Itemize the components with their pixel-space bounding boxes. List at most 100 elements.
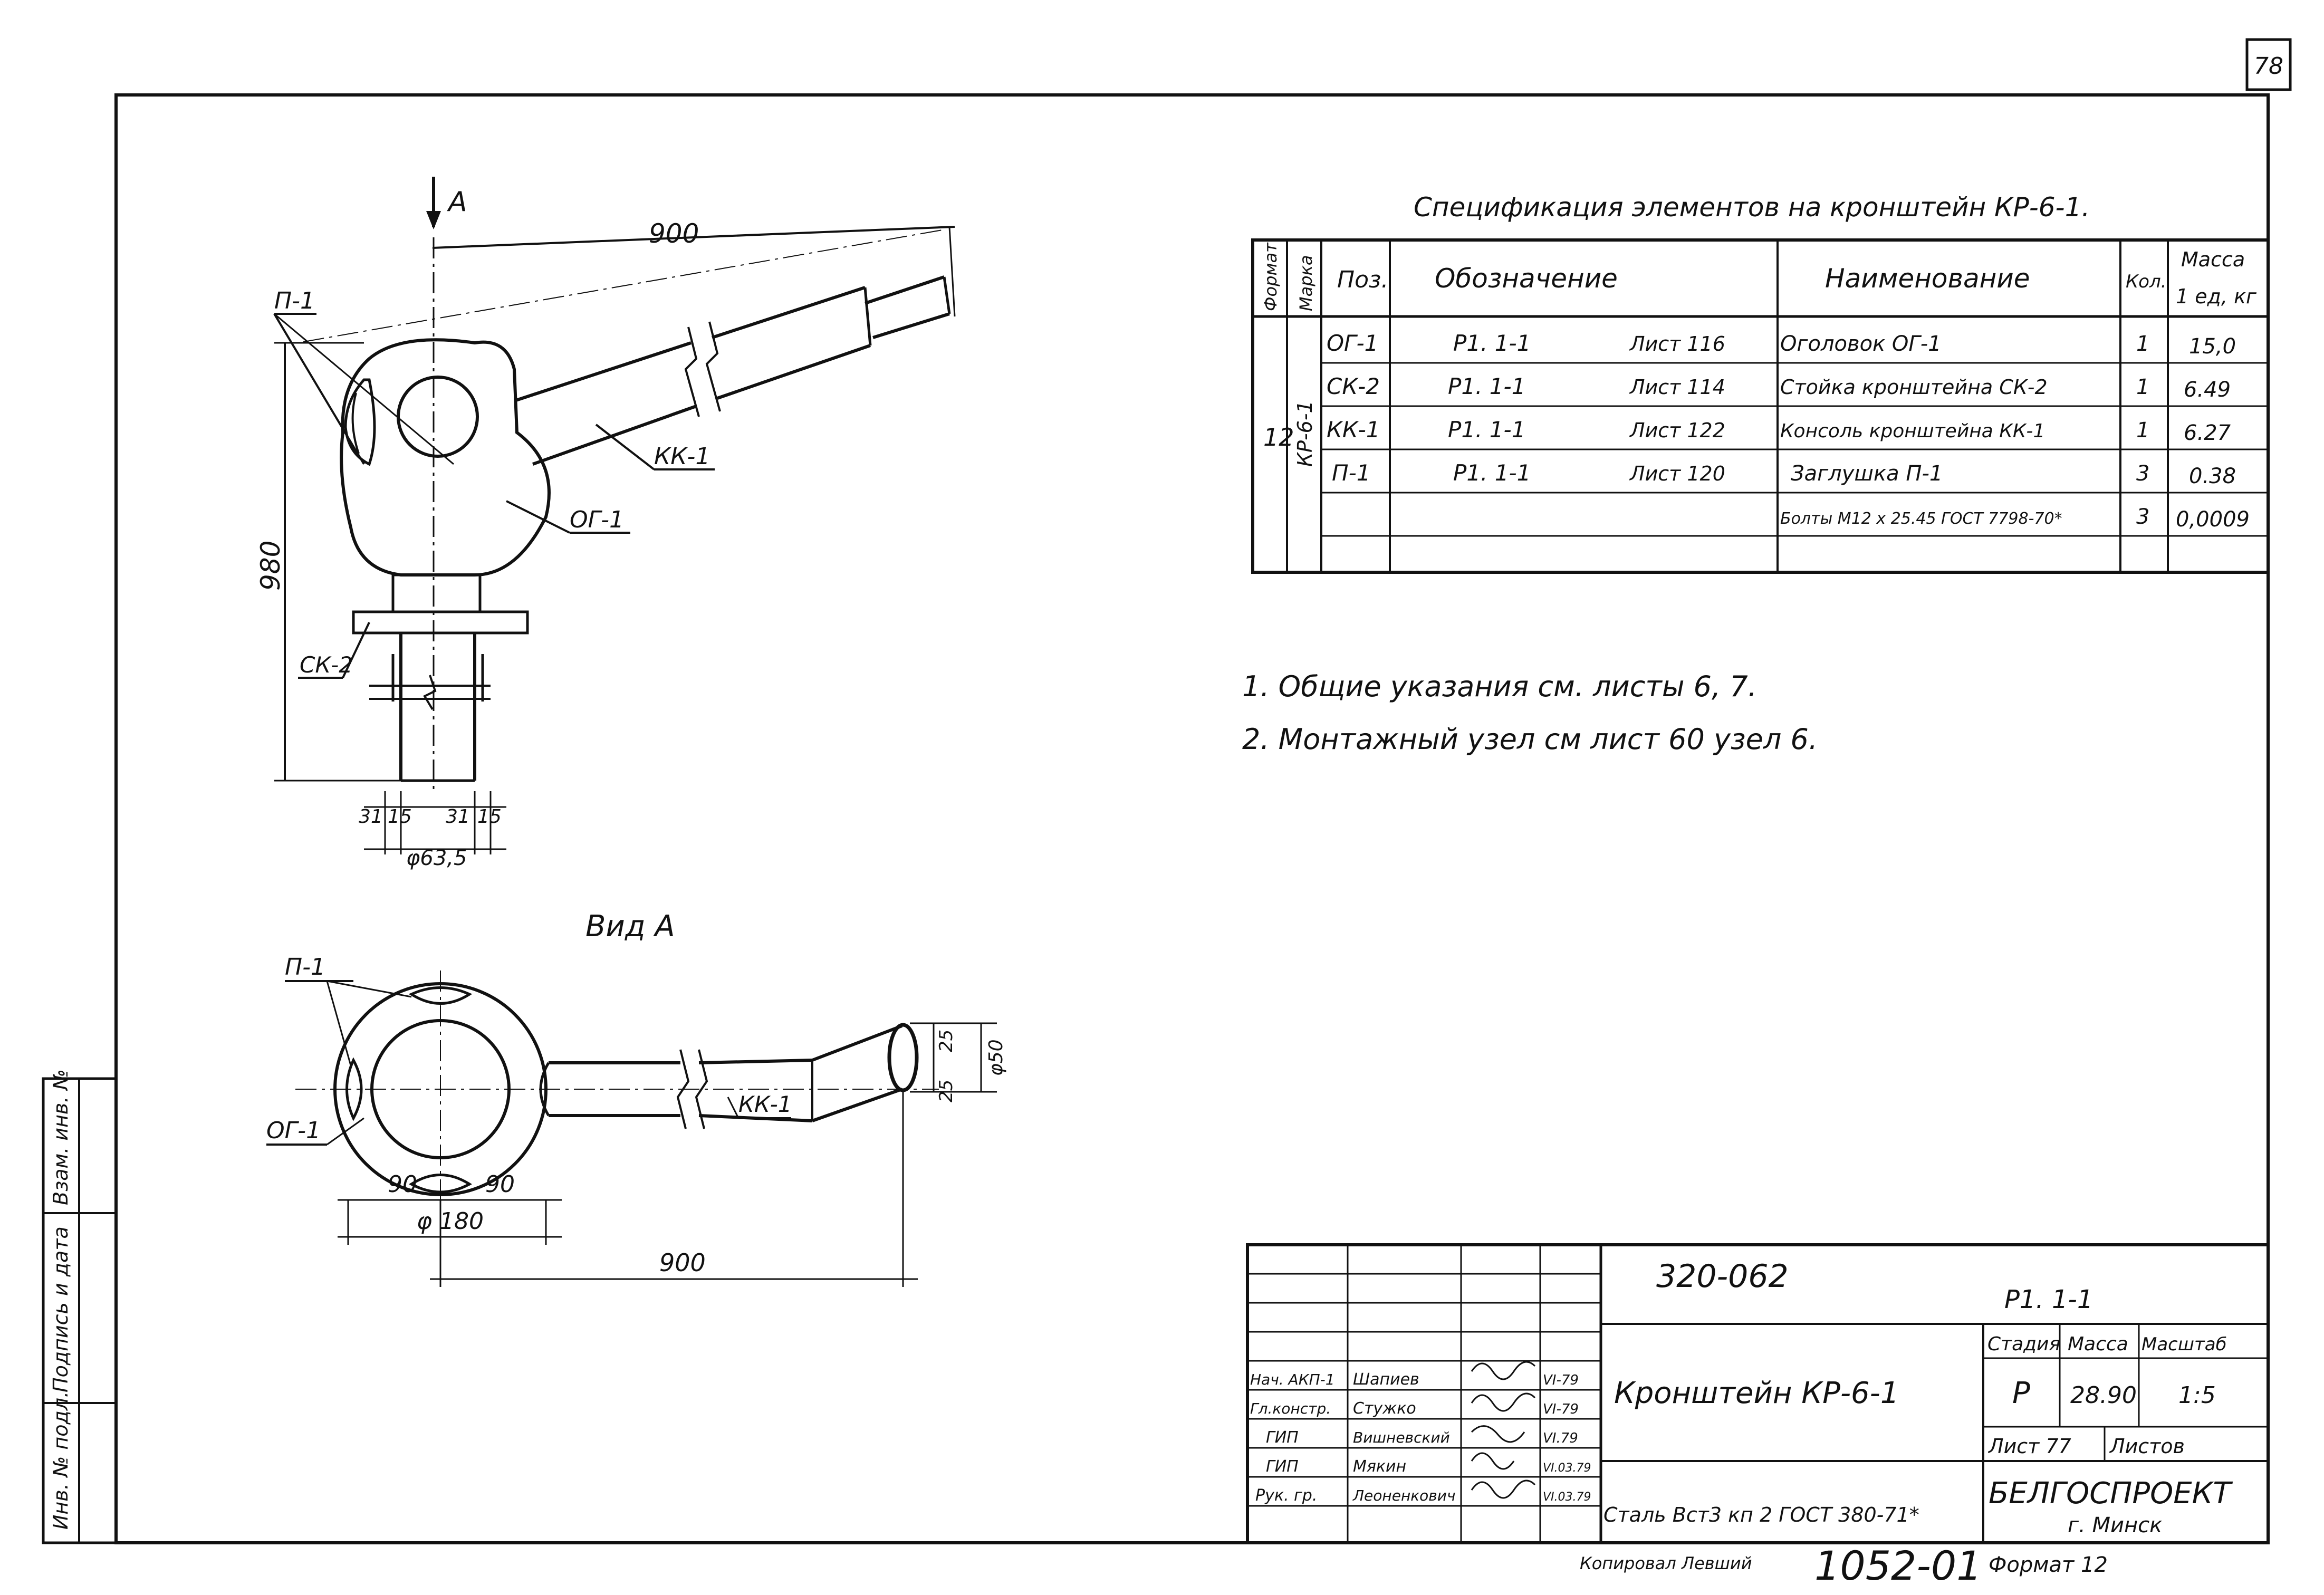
date-0: VI-79	[1543, 1372, 1579, 1388]
dim-900-top: 900	[649, 218, 699, 249]
table-row: КК-1 Р1. 1-1 Лист 122 Консоль кронштейна…	[1327, 417, 2231, 445]
side-stamp-inv2: Взам. инв. №	[49, 1069, 72, 1205]
name-3: Мякин	[1353, 1457, 1406, 1476]
row-name: Болты М12 х 25.45 ГОСТ 7798-70*	[1780, 510, 2062, 528]
sheet-border	[114, 93, 2270, 1544]
row-doc: Р1. 1-1	[1453, 460, 1531, 486]
date-4: VI.03.79	[1543, 1491, 1591, 1504]
callout-p1-top: П-1	[274, 287, 315, 314]
role-0: Нач. АКП-1	[1250, 1371, 1335, 1388]
row-pos: ОГ-1	[1327, 330, 1378, 356]
table-row: Болты М12 х 25.45 ГОСТ 7798-70* 3 0,0009	[1780, 505, 2250, 532]
callout-kk1-top: КК-1	[654, 443, 710, 470]
row-sheet: Лист 120	[1629, 462, 1725, 485]
callout-ck2: СК-2	[300, 652, 353, 678]
table-row: ОГ-1 Р1. 1-1 Лист 116 Оголовок ОГ-1 1 15…	[1327, 330, 2236, 359]
role-3: ГИП	[1266, 1457, 1299, 1476]
arrow-a-label: А	[447, 186, 467, 218]
role-1: Гл.констр.	[1250, 1400, 1331, 1417]
callout-p1-bottom: П-1	[285, 954, 325, 981]
dim-63-5: φ63,5	[406, 846, 467, 870]
header-pos: Поз.	[1337, 266, 1388, 293]
copied-by: Копировал Левший	[1580, 1553, 1752, 1573]
format-value: 12	[1263, 423, 1294, 451]
name-0: Шапиев	[1353, 1370, 1419, 1389]
dim-980: 980	[255, 541, 286, 591]
dim-25-b: 25	[936, 1080, 957, 1102]
sheets-label: Листов	[2109, 1435, 2185, 1458]
notes: 1. Общие указания см. листы 6, 7. 2. Мон…	[1242, 670, 1818, 756]
row-doc: Р1. 1-1	[1448, 417, 1525, 443]
table-row: П-1 Р1. 1-1 Лист 120 Заглушка П-1 3 0.38	[1332, 460, 2236, 488]
spec-table: Спецификация элементов на кронштейн КР-6…	[1251, 192, 2270, 574]
callout-og1-bottom: ОГ-1	[266, 1117, 321, 1144]
row-doc: Р1. 1-1	[1453, 330, 1531, 356]
mass-label: Масса	[2068, 1333, 2128, 1355]
side-stamp-sign: Подпись и дата	[49, 1226, 72, 1392]
format-label: Формат 12	[1989, 1553, 2108, 1577]
date-3: VI.03.79	[1543, 1462, 1591, 1475]
row-sheet: Лист 122	[1629, 419, 1725, 442]
stamp-code: 320-062	[1656, 1258, 1789, 1295]
name-2: Вишневский	[1353, 1429, 1450, 1446]
dim-90-left: 90	[388, 1171, 417, 1198]
dim-15-left: 15	[388, 806, 412, 828]
row-mass: 15,0	[2189, 334, 2236, 359]
side-stamp-inv: Инв. № подл.	[49, 1391, 72, 1530]
dim-900-bottom: 900	[659, 1248, 706, 1277]
dim-90-right: 90	[485, 1171, 515, 1198]
view-a-label: Вид А	[585, 909, 675, 944]
page-number: 78	[2254, 53, 2283, 80]
name-1: Стужко	[1353, 1399, 1416, 1418]
callout-og1-top: ОГ-1	[570, 506, 624, 533]
row-name: Заглушка П-1	[1791, 462, 1943, 486]
stage-label: Стадия	[1987, 1333, 2060, 1355]
table-row: СК-2 Р1. 1-1 Лист 114 Стойка кронштейна …	[1327, 373, 2231, 402]
name-4: Леоненкович	[1352, 1487, 1456, 1504]
dim-50: φ50	[985, 1039, 1007, 1076]
row-pos: П-1	[1332, 460, 1370, 486]
dim-31-right: 31	[446, 806, 470, 828]
spec-title: Спецификация элементов на кронштейн КР-6…	[1414, 192, 2090, 223]
row-name: Консоль кронштейна КК-1	[1780, 420, 2045, 442]
role-2: ГИП	[1266, 1428, 1299, 1447]
footer: Копировал Левший 1052-01 Формат 12	[1580, 1542, 2108, 1589]
title-block: Нач. АКП-1 Гл.констр. ГИП ГИП Рук. гр. Ш…	[1246, 1243, 2270, 1544]
row-name: Оголовок ОГ-1	[1780, 332, 1942, 356]
row-sheet: Лист 114	[1629, 376, 1725, 399]
header-qty: Кол.	[2126, 271, 2166, 292]
dim-15-right: 15	[477, 806, 502, 828]
row-mass: 6.49	[2184, 378, 2231, 402]
dim-180: φ 180	[417, 1208, 484, 1235]
mark-value: КР-6-1	[1293, 400, 1317, 467]
scale-label: Масштаб	[2141, 1334, 2227, 1355]
stamp-doc: Р1. 1-1	[2004, 1285, 2093, 1314]
row-pos: СК-2	[1327, 373, 1380, 399]
row-qty: 1	[2136, 418, 2149, 443]
row-pos: КК-1	[1327, 417, 1380, 443]
org-city: г. Минск	[2068, 1513, 2162, 1538]
callout-kk1-bottom: КК-1	[738, 1091, 792, 1117]
stage-value: Р	[2012, 1376, 2030, 1410]
role-4: Рук. гр.	[1255, 1486, 1317, 1505]
row-qty: 1	[2136, 375, 2149, 399]
org-name: БЕЛГОСПРОЕКТ	[1989, 1476, 2233, 1511]
side-stamp: Инв. № подл. Подпись и дата Взам. инв. №	[42, 1069, 118, 1544]
row-doc: Р1. 1-1	[1448, 373, 1525, 399]
view-a: Вид А 25 25 φ50 П-1	[266, 909, 1007, 1287]
row-qty: 3	[2136, 462, 2149, 486]
row-mass: 0.38	[2189, 464, 2236, 488]
sheet-label: Лист 77	[1987, 1435, 2071, 1458]
mass-value: 28.90	[2070, 1382, 2137, 1409]
dim-31-left: 31	[359, 806, 383, 828]
note-2: 2. Монтажный узел см лист 60 узел 6.	[1242, 723, 1818, 756]
header-mass-2: 1 ед, кг	[2176, 285, 2257, 308]
header-format: Формат	[1261, 242, 1281, 311]
row-qty: 1	[2136, 332, 2149, 356]
stamp-title: Кронштейн КР-6-1	[1614, 1376, 1899, 1410]
row-sheet: Лист 116	[1629, 332, 1725, 355]
date-1: VI-79	[1543, 1401, 1579, 1417]
doc-number: 1052-01	[1814, 1542, 1982, 1589]
header-designation: Обозначение	[1435, 263, 1618, 294]
